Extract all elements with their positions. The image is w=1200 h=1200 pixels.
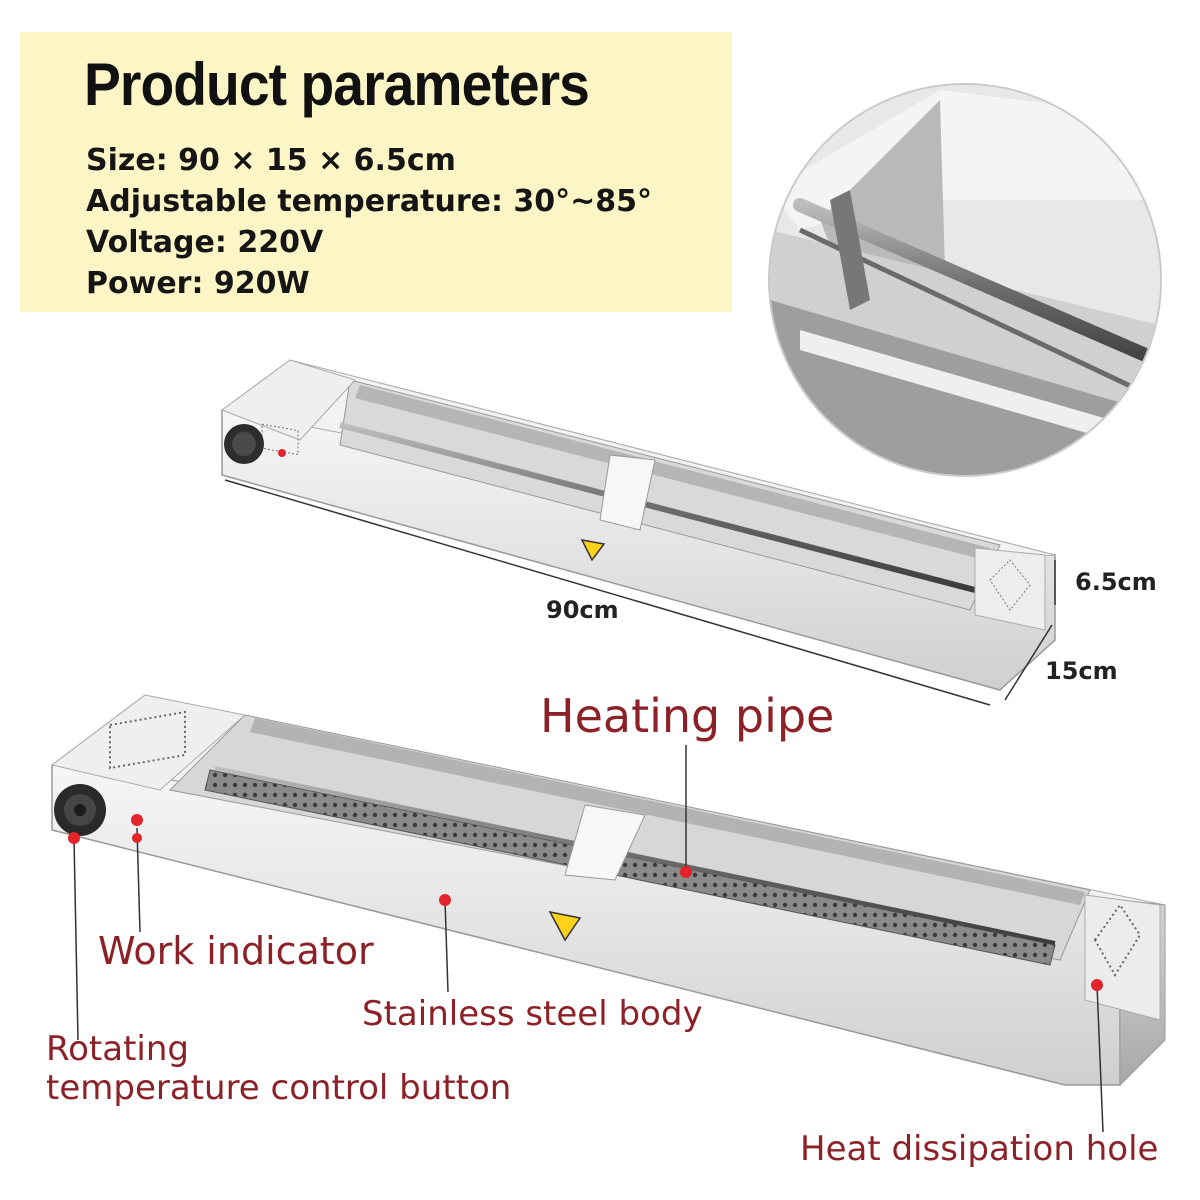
spec-size: Size: 90 × 15 × 6.5cm <box>86 143 456 178</box>
height-label: 6.5cm <box>1075 568 1157 596</box>
heating-pipe-dot <box>680 866 692 878</box>
bottom-product-image <box>50 694 1166 1133</box>
heating-pipe-label: Heating pipe <box>540 689 835 743</box>
parameters-title: Product parameters <box>84 51 590 118</box>
length-label: 90cm <box>546 596 619 624</box>
spec-temperature: Adjustable temperature: 30°~85° <box>86 184 653 219</box>
spec-voltage: Voltage: 220V <box>86 225 324 260</box>
body-label: Stainless steel body <box>362 994 703 1034</box>
body-dot <box>439 894 451 906</box>
zoom-detail-image <box>768 83 1162 477</box>
spec-power: Power: 920W <box>86 266 310 301</box>
work-indicator-label: Work indicator <box>98 929 374 973</box>
top-product-image <box>220 359 1056 706</box>
heat-hole-label: Heat dissipation hole <box>800 1129 1159 1169</box>
parameters-panel: Product parameters Size: 90 × 15 × 6.5cm… <box>20 32 732 312</box>
heat-hole-dot <box>1091 979 1103 991</box>
control-button-label: Rotating temperature control button <box>46 1029 512 1109</box>
spec-list: Size: 90 × 15 × 6.5cm Adjustable tempera… <box>86 140 652 304</box>
indicator-dot <box>132 833 142 843</box>
button-dot <box>68 832 80 844</box>
width-label: 15cm <box>1045 657 1118 685</box>
